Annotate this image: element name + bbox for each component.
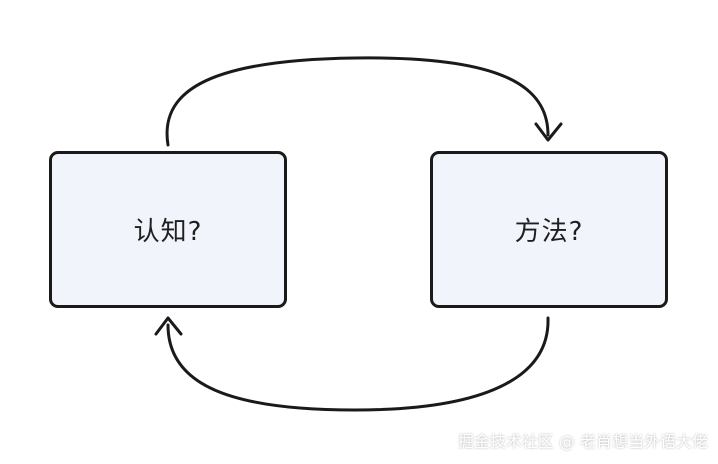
arrow-top-curve xyxy=(165,56,550,147)
watermark: 掘金技术社区 @ 老肖想当外语大佬 xyxy=(457,432,708,451)
arrow-top-head xyxy=(534,122,563,142)
arrow-bottom-head xyxy=(154,316,183,336)
node-method: 方法? xyxy=(430,151,668,308)
node-cognition: 认知? xyxy=(49,151,287,308)
node-method-label: 方法? xyxy=(514,217,584,247)
node-cognition-label: 认知? xyxy=(133,217,203,247)
arrow-bottom-curve xyxy=(166,316,550,412)
